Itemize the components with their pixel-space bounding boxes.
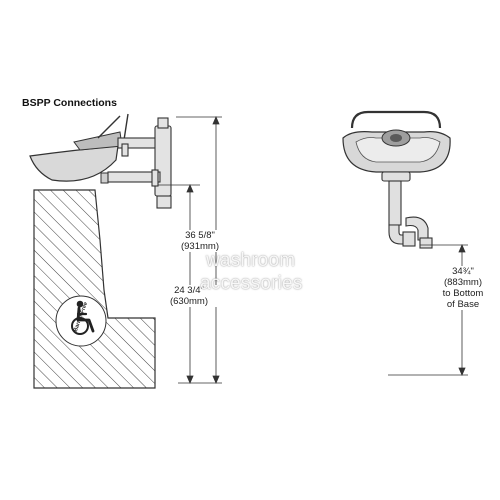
front-height-note-2: of Base	[446, 299, 480, 310]
overall-height-label: 36 5/8" (931mm)	[170, 230, 230, 252]
side-view-piping	[107, 117, 172, 209]
side-view-bowl	[29, 113, 129, 184]
wall-section	[33, 189, 156, 389]
accessibility-badge	[55, 295, 107, 347]
diagram-title: BSPP Connections	[22, 97, 117, 109]
watermark-line-2: accessories	[200, 273, 303, 294]
watermark-line-1: washroom	[206, 250, 296, 271]
front-height-imperial: 34¾"	[452, 266, 474, 277]
front-height-note-1: to Bottom	[442, 288, 484, 299]
bowl-height-label: 24 3/4" (630mm)	[160, 285, 218, 307]
front-view-piping	[381, 171, 433, 249]
wheelchair-icon-head	[76, 300, 84, 308]
front-height-metric: (883mm)	[443, 277, 482, 288]
front-height-label: 34¾" (883mm) to Bottom of Base	[436, 266, 490, 310]
bowl-height-metric: (630mm)	[169, 296, 208, 307]
overall-height-imperial: 36 5/8"	[185, 230, 215, 241]
bowl-height-imperial: 24 3/4"	[174, 285, 204, 296]
overall-height-metric: (931mm)	[180, 241, 219, 252]
front-view-bowl	[342, 110, 451, 173]
front-dimension-lines	[388, 243, 468, 377]
